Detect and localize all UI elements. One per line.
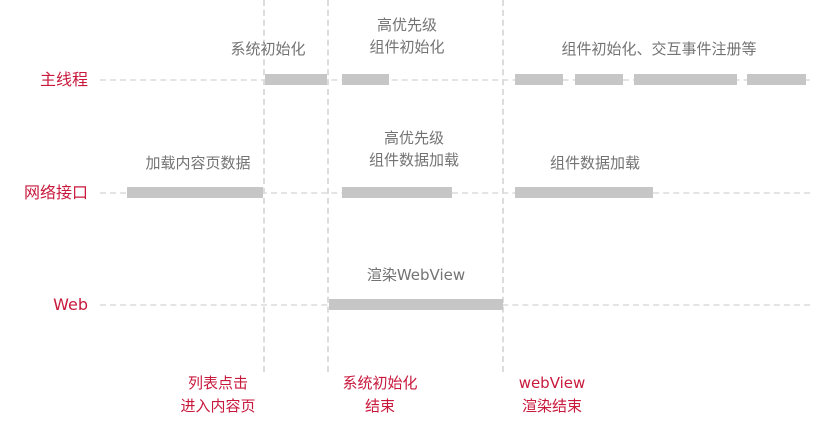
milestone-system-init-done-line1: 系统初始化 [342, 374, 418, 392]
milestone-list-click-line2: 进入内容页 [180, 397, 256, 415]
annotation-high-priority-init-line2: 组件初始化 [369, 38, 445, 56]
bar-component-init-2 [575, 74, 623, 85]
milestone-list-click: 列表点击 进入内容页 [168, 372, 268, 418]
milestone-webview-render-done: webView 渲染结束 [502, 372, 602, 418]
lane-label-network: 网络接口 [23, 183, 88, 202]
milestone-line-webview-rendered [502, 0, 504, 372]
annotation-load-content-page: 加载内容页数据 [145, 154, 251, 172]
milestone-line-list-click [263, 0, 265, 372]
bar-component-init-1 [515, 74, 563, 85]
milestone-webview-render-done-line2: 渲染结束 [521, 397, 582, 415]
annotation-high-priority-data-line2: 组件数据加载 [368, 151, 459, 169]
lane-label-web: Web [53, 295, 88, 314]
bar-load-content-page [127, 187, 263, 198]
milestone-webview-render-done-line1: webView [518, 374, 586, 392]
annotation-component-init-events: 组件初始化、交互事件注册等 [561, 40, 757, 58]
annotation-high-priority-data: 高优先级 组件数据加载 [352, 127, 476, 171]
milestone-list-click-line1: 列表点击 [187, 374, 248, 392]
bar-component-data-load [515, 187, 653, 198]
milestone-line-system-init [327, 0, 329, 372]
annotation-system-init: 系统初始化 [230, 40, 306, 58]
milestone-system-init-done-line2: 结束 [364, 397, 395, 415]
annotation-high-priority-init: 高优先级 组件初始化 [352, 14, 462, 58]
bar-high-priority-init [342, 74, 389, 85]
bar-component-init-3 [634, 74, 737, 85]
annotation-render-webview: 渲染WebView [366, 266, 466, 284]
bar-render-webview [329, 299, 503, 310]
main-thread-track [100, 79, 810, 81]
lane-label-main-thread: 主线程 [39, 70, 88, 89]
milestone-system-init-done: 系统初始化 结束 [325, 372, 435, 418]
bar-high-priority-data [342, 187, 452, 198]
annotation-high-priority-data-line1: 高优先级 [383, 129, 444, 147]
bar-system-init [265, 74, 327, 85]
bar-component-init-4 [747, 74, 806, 85]
annotation-component-data-load: 组件数据加载 [549, 154, 640, 172]
network-track [100, 192, 810, 194]
annotation-high-priority-init-line1: 高优先级 [376, 16, 437, 34]
